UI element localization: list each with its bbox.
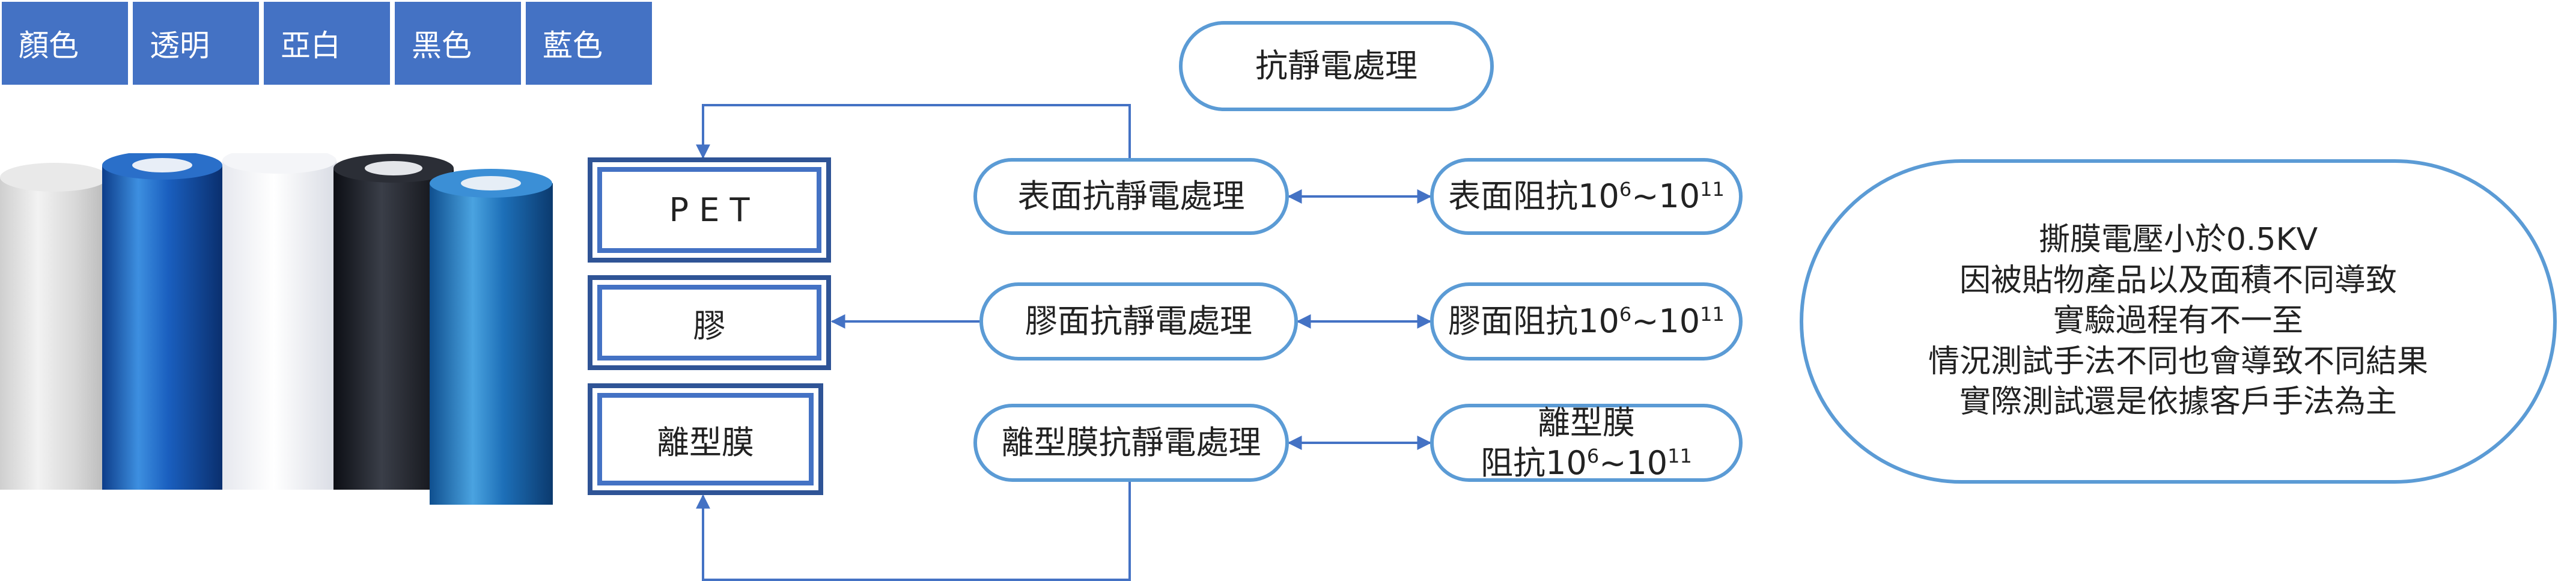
- antistatic-treatment-label: 抗靜電處理: [1255, 47, 1417, 85]
- antistatic-treatment-node: 抗靜電處理: [1179, 21, 1494, 111]
- layer-glue-label: 膠: [693, 306, 726, 345]
- glue-resistance-node: 膠面阻抗106~1011: [1430, 282, 1743, 360]
- release-treatment-node: 離型膜抗靜電處理: [973, 404, 1289, 482]
- note-line-5: 實際測試還是依據客戶手法為主: [1959, 384, 2397, 421]
- note-line-1: 撕膜電壓小於0.5KV: [2038, 222, 2318, 258]
- note-line-2: 因被貼物產品以及面積不同導致: [1959, 262, 2397, 299]
- film-rolls-illustration: [0, 153, 553, 505]
- color-swatch-row: 顏色 透明 亞白 黑色 藍色: [2, 2, 652, 85]
- arrow-surface-to-pet: [696, 104, 1131, 162]
- note-line-3: 實驗過程有不一至: [2053, 303, 2303, 339]
- release-treatment-label: 離型膜抗靜電處理: [1001, 424, 1261, 462]
- layer-pet-box: P E T: [588, 157, 831, 263]
- layer-glue-box: 膠: [588, 275, 831, 370]
- swatch-color: 顏色: [2, 2, 128, 85]
- note-line-4: 情況測試手法不同也會導致不同結果: [1928, 343, 2428, 380]
- test-note-bubble: 撕膜電壓小於0.5KV 因被貼物產品以及面積不同導致 實驗過程有不一至 情況測試…: [1800, 159, 2557, 484]
- glue-treatment-label: 膠面抗靜電處理: [1025, 302, 1252, 341]
- clear-roll: [0, 163, 108, 490]
- white-roll: [222, 153, 336, 490]
- swatch-blue: 藍色: [526, 2, 652, 85]
- arrow-release-to-layer: [696, 481, 1131, 581]
- blue-roll-front: [430, 169, 553, 505]
- surface-treatment-label: 表面抗靜電處理: [1017, 177, 1245, 216]
- glue-treatment-node: 膠面抗靜電處理: [979, 282, 1298, 360]
- release-resistance-line1: 離型膜: [1538, 403, 1635, 442]
- glue-resistance-text: 膠面阻抗106~1011: [1448, 302, 1725, 341]
- swatch-black: 黑色: [395, 2, 521, 85]
- surface-resistance-text: 表面阻抗106~1011: [1448, 177, 1725, 216]
- release-resistance-node: 離型膜 阻抗106~1011: [1430, 404, 1743, 482]
- surface-resistance-node: 表面阻抗106~1011: [1430, 158, 1743, 235]
- swatch-matte-white: 亞白: [264, 2, 390, 85]
- blue-roll: [102, 153, 222, 490]
- layer-release-label: 離型膜: [657, 423, 754, 461]
- release-resistance-text: 阻抗106~1011: [1481, 444, 1692, 482]
- layer-pet-label: P E T: [669, 191, 750, 229]
- swatch-transparent: 透明: [133, 2, 259, 85]
- surface-treatment-node: 表面抗靜電處理: [973, 158, 1289, 235]
- layer-release-box: 離型膜: [588, 383, 823, 495]
